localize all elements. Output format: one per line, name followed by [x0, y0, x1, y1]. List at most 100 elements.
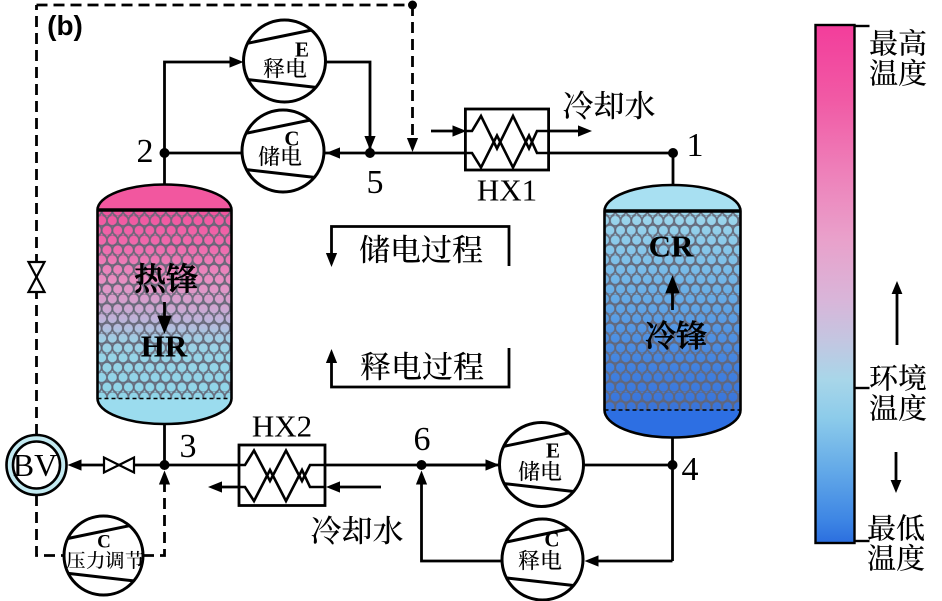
- cjk-glyph: [899, 28, 926, 56]
- machine-chord-lower: [506, 576, 574, 587]
- control-line-regulator-p3: [143, 483, 166, 557]
- bv-label: BV: [12, 447, 58, 483]
- arrow-6-up: [415, 470, 428, 485]
- cjk-glyph: [899, 363, 926, 391]
- cjk-glyph: [342, 515, 372, 545]
- cjk-glyph: [166, 262, 198, 294]
- machine-chord-upper: [245, 118, 311, 135]
- state-dot-3: [159, 460, 170, 470]
- colorbar-arrows: [890, 281, 903, 493]
- machine-chord-upper: [503, 431, 570, 448]
- cjk-glyph: [870, 29, 898, 56]
- top-expander-letter: E: [294, 37, 310, 62]
- cjk-glyph: [287, 57, 307, 78]
- discharge-process-label: [360, 351, 484, 382]
- valve-left-top-triangle: [26, 260, 47, 280]
- cjk-glyph: [359, 234, 390, 264]
- cjk-glyph: [868, 514, 896, 541]
- cjk-glyph: [518, 460, 540, 482]
- cjk-glyph: [542, 549, 562, 570]
- cjk-glyph: [311, 515, 341, 545]
- state-label-2: 2: [136, 133, 154, 170]
- cjk-glyph: [361, 351, 390, 381]
- state-dot-2: [159, 148, 170, 158]
- arrow-expander-to-5: [364, 136, 376, 150]
- cjk-glyph: [518, 549, 540, 571]
- arrow-into-bottom-expander: [485, 459, 500, 471]
- cjk-glyph: [898, 393, 927, 421]
- machine-chord-upper: [505, 527, 570, 544]
- cjk-glyph: [869, 394, 898, 421]
- cjk-glyph: [393, 234, 421, 263]
- cjk-glyph: [896, 514, 925, 541]
- valve-bv-left-triangle: [102, 455, 122, 475]
- arrow-hx2-water-in: [326, 481, 340, 493]
- cjk-glyph: [452, 234, 483, 264]
- machine-chord-lower: [247, 78, 317, 89]
- pipe-expander-to-5: [326, 60, 372, 150]
- cjk-glyph: [421, 234, 451, 264]
- state-dots: [159, 0, 678, 470]
- discharge-bracket: [330, 348, 511, 389]
- cjk-glyph: [282, 145, 302, 166]
- arrow-hx1-water-out: [578, 125, 592, 137]
- state-label-5: 5: [366, 164, 384, 201]
- cr-tank-packing: [604, 211, 741, 410]
- charge-process-label: [359, 234, 483, 265]
- tank-front-arrows: [157, 275, 680, 334]
- cjk-glyph: [373, 515, 403, 545]
- arrow-discharge-up: [325, 349, 338, 363]
- hx1-coil-water: [465, 113, 549, 152]
- valve-left-bottom-triangle: [26, 274, 47, 294]
- hx2-water-label: [311, 515, 404, 546]
- cjk-glyph: [86, 551, 104, 569]
- cjk-glyph: [542, 460, 562, 481]
- state-dot-5: [365, 148, 375, 158]
- hr-tank-bottom-dome: [96, 398, 233, 426]
- state-label-3: 3: [179, 428, 197, 465]
- hx2-label: HX2: [251, 408, 313, 444]
- cjk-glyph: [563, 90, 593, 120]
- state-label-6: 6: [413, 421, 431, 458]
- cjk-glyph: [896, 543, 925, 571]
- valve-bv-line: [102, 455, 136, 475]
- machine-pressure-regulator: [62, 514, 145, 597]
- hx2-coil-water: [239, 467, 325, 504]
- regulator-word: [66, 550, 144, 570]
- cjk-glyph: [869, 59, 898, 86]
- cjk-glyph: [453, 351, 484, 381]
- cr-tank-bottom-dome: [603, 409, 742, 439]
- colorbar-middle-label: [869, 363, 928, 423]
- valve-control-line: [26, 260, 47, 294]
- hx1-label: HX1: [476, 172, 538, 208]
- cjk-glyph: [134, 262, 166, 294]
- arrow-into-top-expander: [229, 56, 244, 68]
- control-line-bv-regulator: [35, 495, 64, 557]
- colorbar-ticks: [854, 24, 870, 543]
- cjk-glyph: [66, 551, 85, 569]
- hx1: [463, 107, 550, 172]
- buffer-vessel: [5, 433, 68, 497]
- machine-bottom-expander: [498, 421, 585, 508]
- cjk-glyph: [645, 320, 676, 350]
- cjk-glyph: [422, 351, 452, 381]
- arrow-control-hx1: [406, 138, 419, 152]
- colorbar-bottom-label: [867, 513, 926, 573]
- cr-front-arrow-head: [665, 275, 680, 294]
- arrow-into-bottom-compressor: [584, 555, 599, 567]
- state-dot-4: [667, 460, 678, 470]
- machine-chord-upper: [67, 524, 130, 540]
- machine-chord-lower: [503, 482, 574, 493]
- hr-tank: [96, 183, 233, 426]
- hx1-water-label: [563, 90, 656, 121]
- cjk-glyph: [125, 550, 144, 570]
- machine-top-expander: [242, 18, 327, 104]
- cjk-glyph: [898, 58, 927, 86]
- machine-chord-lower: [246, 168, 315, 179]
- cjk-glyph: [594, 90, 624, 120]
- arrow-hx1-water-in: [452, 125, 467, 137]
- arrow-control-p3: [158, 470, 171, 485]
- panel-label: (b): [47, 10, 83, 41]
